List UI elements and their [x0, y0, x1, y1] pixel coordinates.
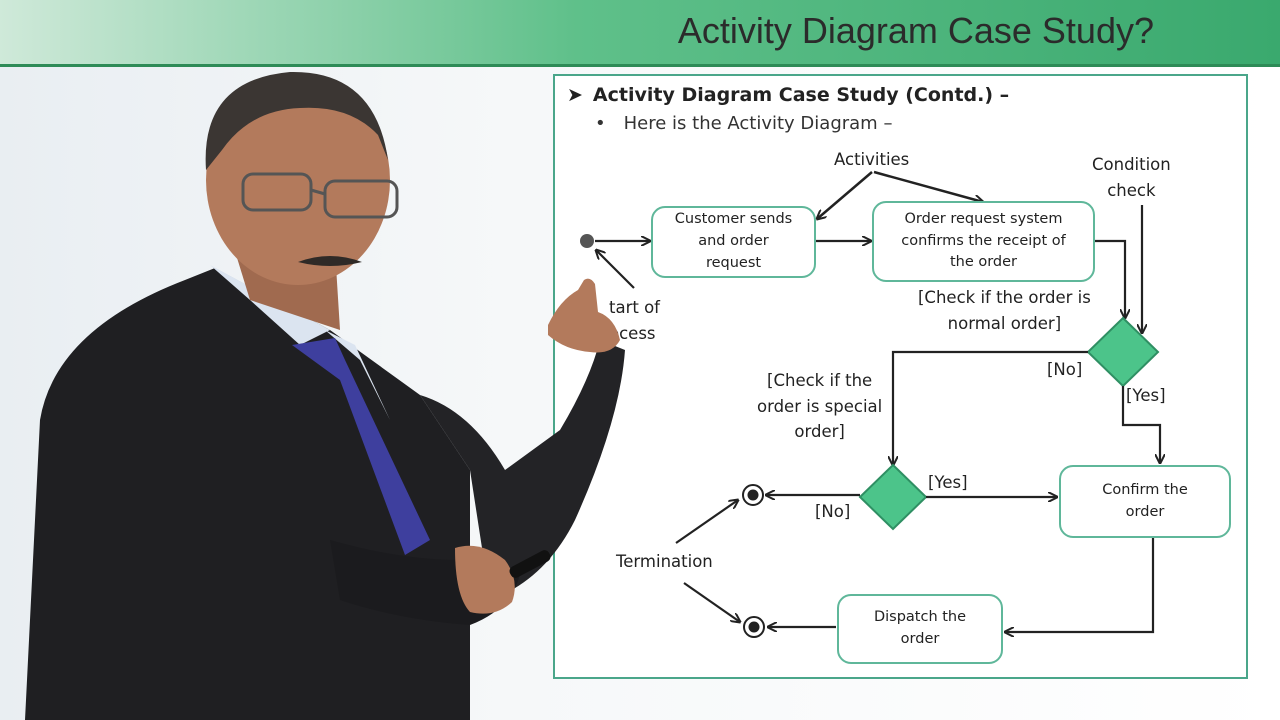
pointer-termination-down [683, 582, 740, 622]
start-node [580, 234, 594, 248]
node-customer-sends-order: Customer sends and order request [651, 206, 816, 278]
node-line: order [900, 631, 940, 647]
sub-bullet: • Here is the Activity Diagram – [595, 113, 892, 134]
node-confirm-order: Confirm the order [1059, 465, 1231, 538]
edge-confirm-to-dispatch [1005, 537, 1155, 632]
slide-header: Activity Diagram Case Study? [0, 0, 1280, 67]
label-line: check [1107, 180, 1156, 200]
node-line: request [705, 254, 762, 271]
node-line: and order [698, 233, 769, 250]
node-line: confirms the receipt of [901, 232, 1066, 249]
label-yes-special: [Yes] [928, 473, 968, 492]
edge-yes-to-confirm [1121, 386, 1160, 463]
node-line: Order request system [904, 210, 1063, 227]
node-line: order [1125, 503, 1165, 520]
label-no-special: [No] [815, 502, 851, 521]
label-line: order is special [757, 396, 883, 416]
label-yes-normal: [Yes] [1126, 386, 1166, 405]
label-no-normal: [No] [1047, 360, 1083, 379]
label-line: [Check if the order is [918, 288, 1091, 307]
node-order-system-confirms: Order request system confirms the receip… [872, 201, 1095, 282]
pointer-termination-up [675, 500, 738, 544]
end-node-2-inner [748, 621, 760, 633]
label-line: Condition [1092, 155, 1171, 174]
label-condition-check: Condition check [1092, 152, 1171, 203]
node-dispatch-order: Dispatch the order [837, 594, 1003, 664]
label-termination: Termination [616, 552, 713, 571]
slide-title: Activity Diagram Case Study? [677, 10, 1154, 51]
sub-bullet-text: Here is the Activity Diagram – [623, 113, 893, 134]
label-check-special-order: [Check if the order is special order] [757, 368, 882, 445]
decision-normal-diamond [1086, 316, 1160, 388]
end-node-1-inner [747, 489, 759, 501]
decision-special-diamond [858, 463, 928, 531]
label-check-normal-order: [Check if the order is normal order] [918, 285, 1091, 336]
pointer-activities-right [873, 170, 983, 202]
label-line: ocess [609, 323, 656, 343]
bullet-text: Activity Diagram Case Study (Contd.) – [592, 84, 1010, 106]
arrow-bullet-icon: ➤ [567, 84, 583, 106]
label-line: [Check if the [767, 371, 873, 390]
dot-bullet-icon: • [595, 113, 606, 134]
label-line: tart of [609, 298, 660, 317]
node-line: Customer sends [674, 211, 793, 228]
node-line: Dispatch the [873, 609, 967, 626]
label-line: order] [794, 422, 845, 442]
label-activities: Activities [834, 150, 910, 169]
label-start-of-process: tart of ocess [609, 295, 660, 346]
edge-system-to-decision [1095, 239, 1125, 318]
bullet-heading: ➤ Activity Diagram Case Study (Contd.) – [567, 84, 1009, 106]
label-line: normal order] [947, 313, 1062, 333]
node-line: Confirm the [1102, 481, 1188, 498]
node-line: the order [949, 254, 1018, 271]
pointer-activities-left [817, 171, 873, 219]
pointer-start-of-process [596, 250, 635, 289]
edge-no-to-special-check [893, 350, 1088, 465]
